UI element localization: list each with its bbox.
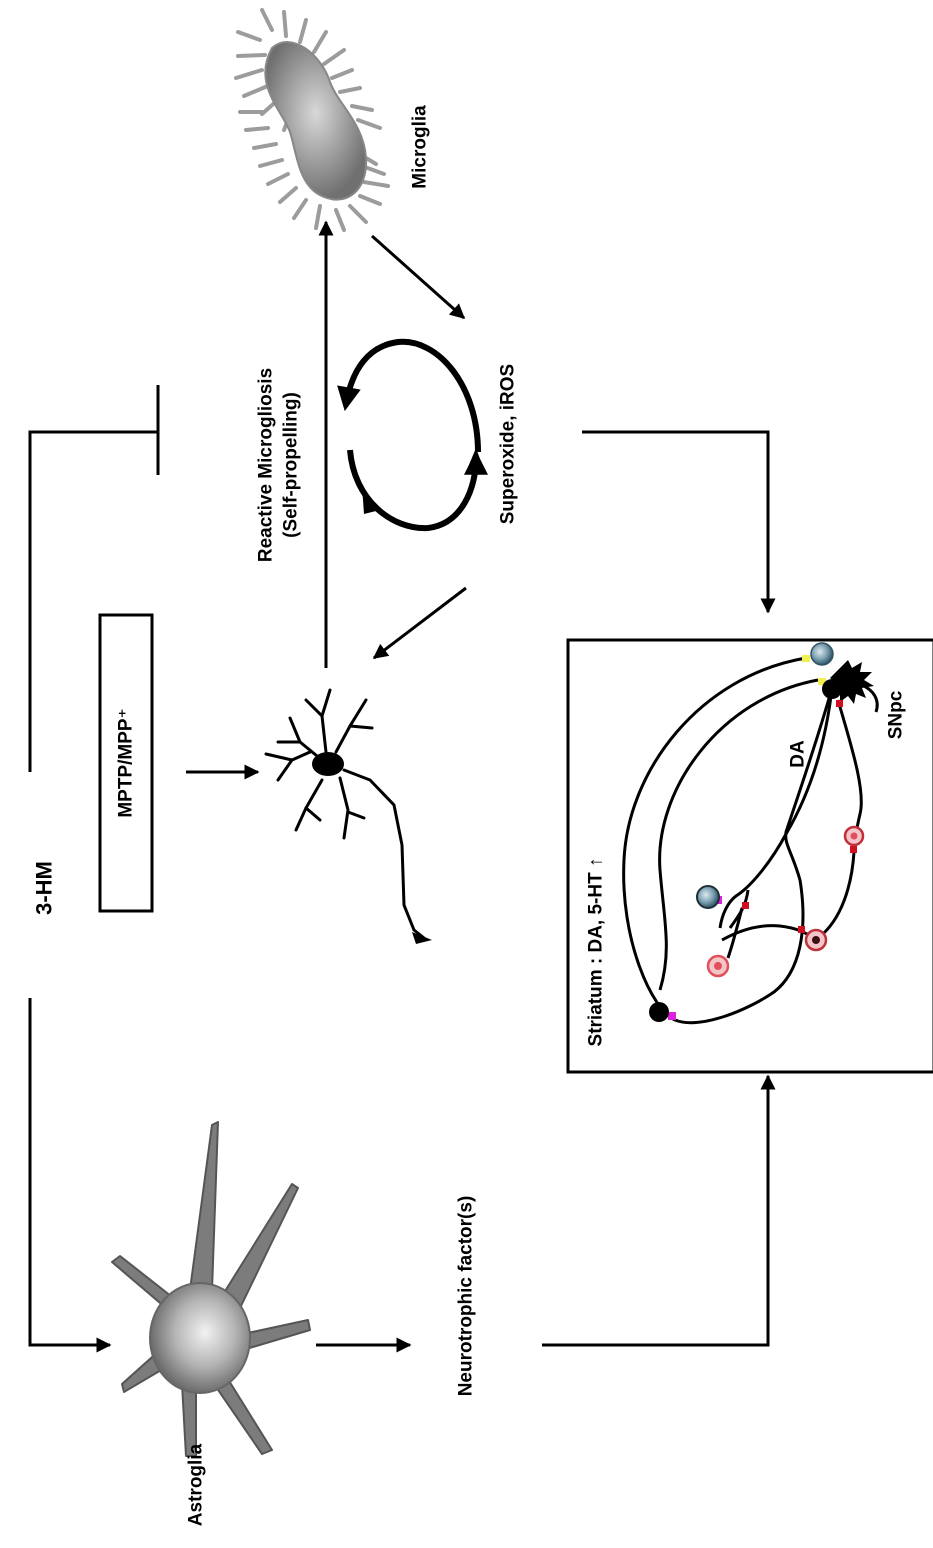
synapse-red-4 [798,926,805,933]
synapse-red-1 [836,700,843,707]
synapse-red-3 [742,902,749,909]
neurotrophic-label: Neurotrophic factor(s) [456,1196,477,1397]
toxin-label: MPTP/MPP⁺ [116,708,137,817]
cycle-arc-lower [347,449,488,532]
synapse-yellow-mid [818,678,826,685]
gaba-cell-a-nucleus [714,962,722,970]
cycle-arc-upper [337,338,481,453]
cycle-arrowhead-a [362,486,380,514]
neuron-soma [312,752,344,776]
toxin-box [98,613,154,913]
astroglia-cell [111,1121,311,1457]
basal-ganglia-circuit [622,656,863,1025]
striatal-cell-black [649,1002,669,1022]
microglia-to-ros-arrow [371,234,466,320]
serotonergic-cell-lower [696,885,720,909]
axon-terminal [412,932,432,944]
da-neuron-soma-snpc [822,679,842,699]
snpc-label: SNpc [886,690,907,739]
inhibition-path [28,430,158,772]
microglia-label: Microglia [410,105,431,189]
microglia-cell [234,8,390,232]
serotonergic-cell-top [810,642,834,666]
ros-to-striatum-path [582,430,776,614]
compound-label: 3-HM [32,861,57,915]
astroglia-activation-path [28,998,112,1353]
dopaminergic-neuron [264,688,426,940]
striatum-box [566,638,933,1074]
da-label: DA [788,740,809,768]
gliosis-label-line1: Reactive Microgliosis [256,368,277,562]
neurotrophic-to-striatum-path [542,1074,776,1347]
ros-label: Superoxide, iROS [498,364,519,524]
astroglia-label: Astroglia [186,1443,207,1526]
cycle-arrowhead-b [466,448,484,472]
gliosis-label-line2: (Self-propelling) [281,392,302,538]
synapse-magenta-low [668,1012,676,1020]
ros-to-neuron-arrow [372,586,467,660]
synapse-yellow-top [802,655,810,662]
snpc-process [859,682,879,713]
striatum-label: Striatum : DA, 5-HT ↑ [586,858,607,1047]
gaba-cell-c-nucleus [850,832,858,840]
synapse-red-2 [850,846,857,853]
gaba-cell-b-nucleus [812,936,820,944]
